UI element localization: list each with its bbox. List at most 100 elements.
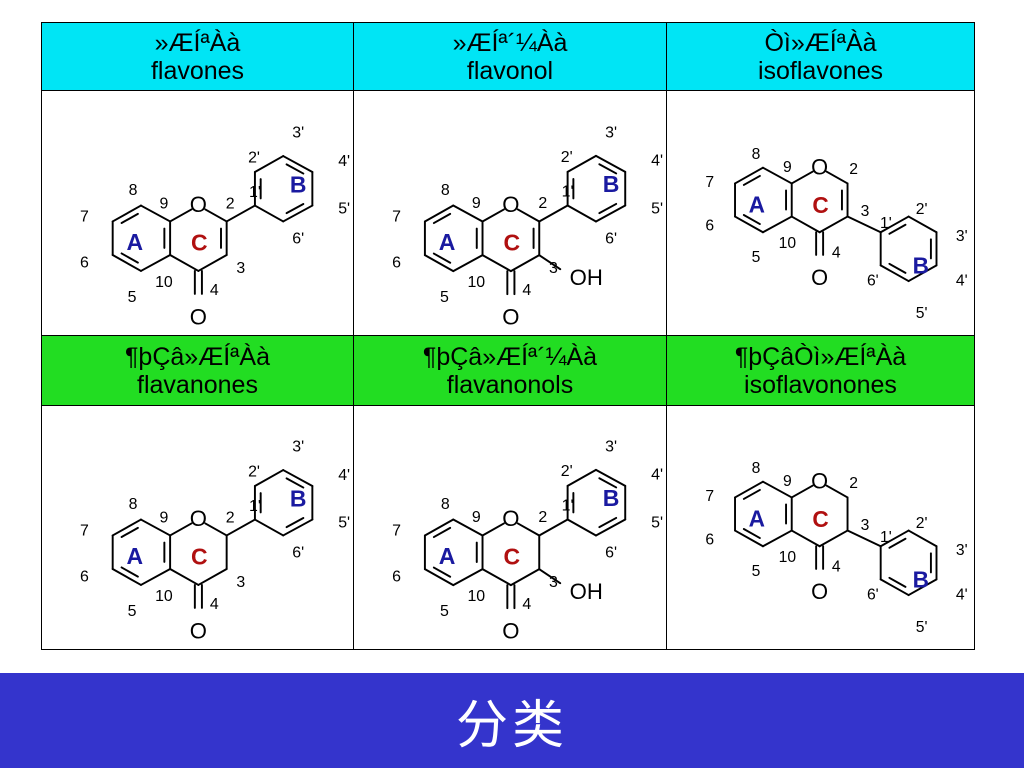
atom-number-n4: 4 — [832, 559, 841, 576]
ring-oxygen: O — [190, 192, 207, 217]
bond — [204, 522, 228, 537]
atom-number-n7: 7 — [705, 174, 714, 191]
bond — [452, 568, 484, 587]
bond — [879, 264, 910, 283]
double-bond — [120, 212, 139, 224]
atom-number-n6: 6 — [705, 218, 714, 235]
header-isoflavones: Òì»ÆÍªÀà isoflavones — [667, 23, 974, 90]
ring-c-label: C — [191, 230, 208, 256]
atom-number-p3: 3' — [292, 439, 304, 456]
bond — [509, 568, 541, 587]
atom-number-p1: 1' — [880, 215, 892, 232]
ring-b-link — [225, 518, 256, 537]
header-flavonol: »ÆÍª´¼Àà flavonol — [354, 23, 666, 90]
ring-b-label: B — [290, 485, 307, 511]
bond — [452, 204, 484, 223]
bond — [139, 204, 172, 223]
bond — [282, 469, 314, 487]
ring-a-label: A — [749, 505, 765, 531]
bond — [139, 568, 172, 586]
atom-number-p6: 6' — [605, 545, 617, 562]
bond — [282, 518, 314, 537]
atom-number-p1: 1' — [249, 184, 261, 201]
bond — [253, 469, 285, 487]
hydroxyl-label: OH — [570, 579, 603, 604]
atom-number-p1: 1' — [249, 498, 261, 515]
atom-number-n9: 9 — [472, 195, 481, 212]
atom-number-p1: 1' — [562, 498, 574, 515]
ring-b-label: B — [290, 171, 307, 197]
header-class-name: isoflavones — [757, 56, 884, 85]
atom-number-n8: 8 — [441, 496, 450, 513]
atom-number-n8: 8 — [441, 182, 450, 199]
hydroxyl-bond — [538, 254, 562, 271]
bond — [825, 484, 849, 499]
atom-number-n6: 6 — [392, 255, 401, 272]
double-bond — [742, 174, 761, 186]
carbonyl-oxygen: O — [811, 579, 828, 604]
atom-number-n9: 9 — [160, 195, 169, 212]
bond — [481, 208, 505, 223]
bond — [734, 166, 764, 185]
double-bond — [598, 202, 618, 215]
bond — [595, 468, 627, 487]
bond — [197, 568, 228, 586]
bond — [734, 215, 764, 234]
header-class-name: flavones — [150, 56, 245, 85]
double-bond — [742, 488, 761, 500]
atom-number-p4: 4' — [956, 587, 968, 604]
atom-number-n10: 10 — [155, 274, 173, 291]
atom-number-p2: 2' — [248, 463, 260, 480]
bond — [595, 518, 627, 537]
atom-number-n10: 10 — [155, 588, 173, 605]
atom-number-n5: 5 — [440, 289, 449, 306]
atom-number-n4: 4 — [522, 282, 531, 299]
bond — [282, 204, 314, 223]
ring-b-label: B — [603, 485, 620, 511]
bond — [790, 484, 814, 499]
atom-number-p6: 6' — [292, 545, 304, 562]
header-isoflavonones: ¶þÇâÒì»ÆÍªÀà isoflavonones — [667, 336, 974, 405]
ring-c-label: C — [503, 230, 520, 256]
ring-b-label: B — [913, 252, 929, 278]
ring-a-label: A — [126, 543, 143, 569]
atom-number-n7: 7 — [80, 523, 89, 540]
double-bond — [285, 163, 305, 175]
atom-number-n3: 3 — [861, 203, 870, 220]
atom-number-n5: 5 — [752, 563, 761, 580]
ring-oxygen: O — [190, 506, 207, 531]
bond — [169, 568, 200, 586]
bond — [566, 204, 597, 223]
ring-c-label: C — [812, 192, 828, 218]
bond — [790, 215, 821, 234]
atom-number-n2: 2 — [226, 509, 235, 526]
atom-number-p4: 4' — [338, 467, 350, 484]
header-garbled-text: ¶þÇâ»ÆÍªÀà — [125, 342, 270, 371]
atom-number-n10: 10 — [779, 549, 797, 566]
atom-number-n2: 2 — [538, 509, 547, 526]
atom-number-p6: 6' — [867, 587, 879, 604]
bond — [825, 170, 849, 185]
bond — [566, 468, 597, 487]
double-bond — [285, 477, 305, 489]
atom-number-n9: 9 — [783, 473, 792, 490]
double-bond — [432, 212, 452, 225]
atom-number-p3: 3' — [956, 228, 968, 245]
ring-b-link — [846, 529, 882, 548]
atom-number-n10: 10 — [467, 588, 485, 605]
bond — [169, 208, 193, 223]
bond — [169, 522, 193, 537]
atom-number-n2: 2 — [849, 475, 858, 492]
bond — [516, 522, 541, 537]
footer-banner: 分类 — [0, 673, 1024, 768]
bond — [907, 264, 938, 283]
atom-number-n4: 4 — [832, 245, 841, 262]
bond — [111, 568, 142, 586]
atom-number-p3: 3' — [292, 125, 304, 142]
atom-number-p3: 3' — [605, 438, 617, 455]
double-bond — [432, 566, 452, 578]
atom-number-n2: 2 — [849, 161, 858, 178]
